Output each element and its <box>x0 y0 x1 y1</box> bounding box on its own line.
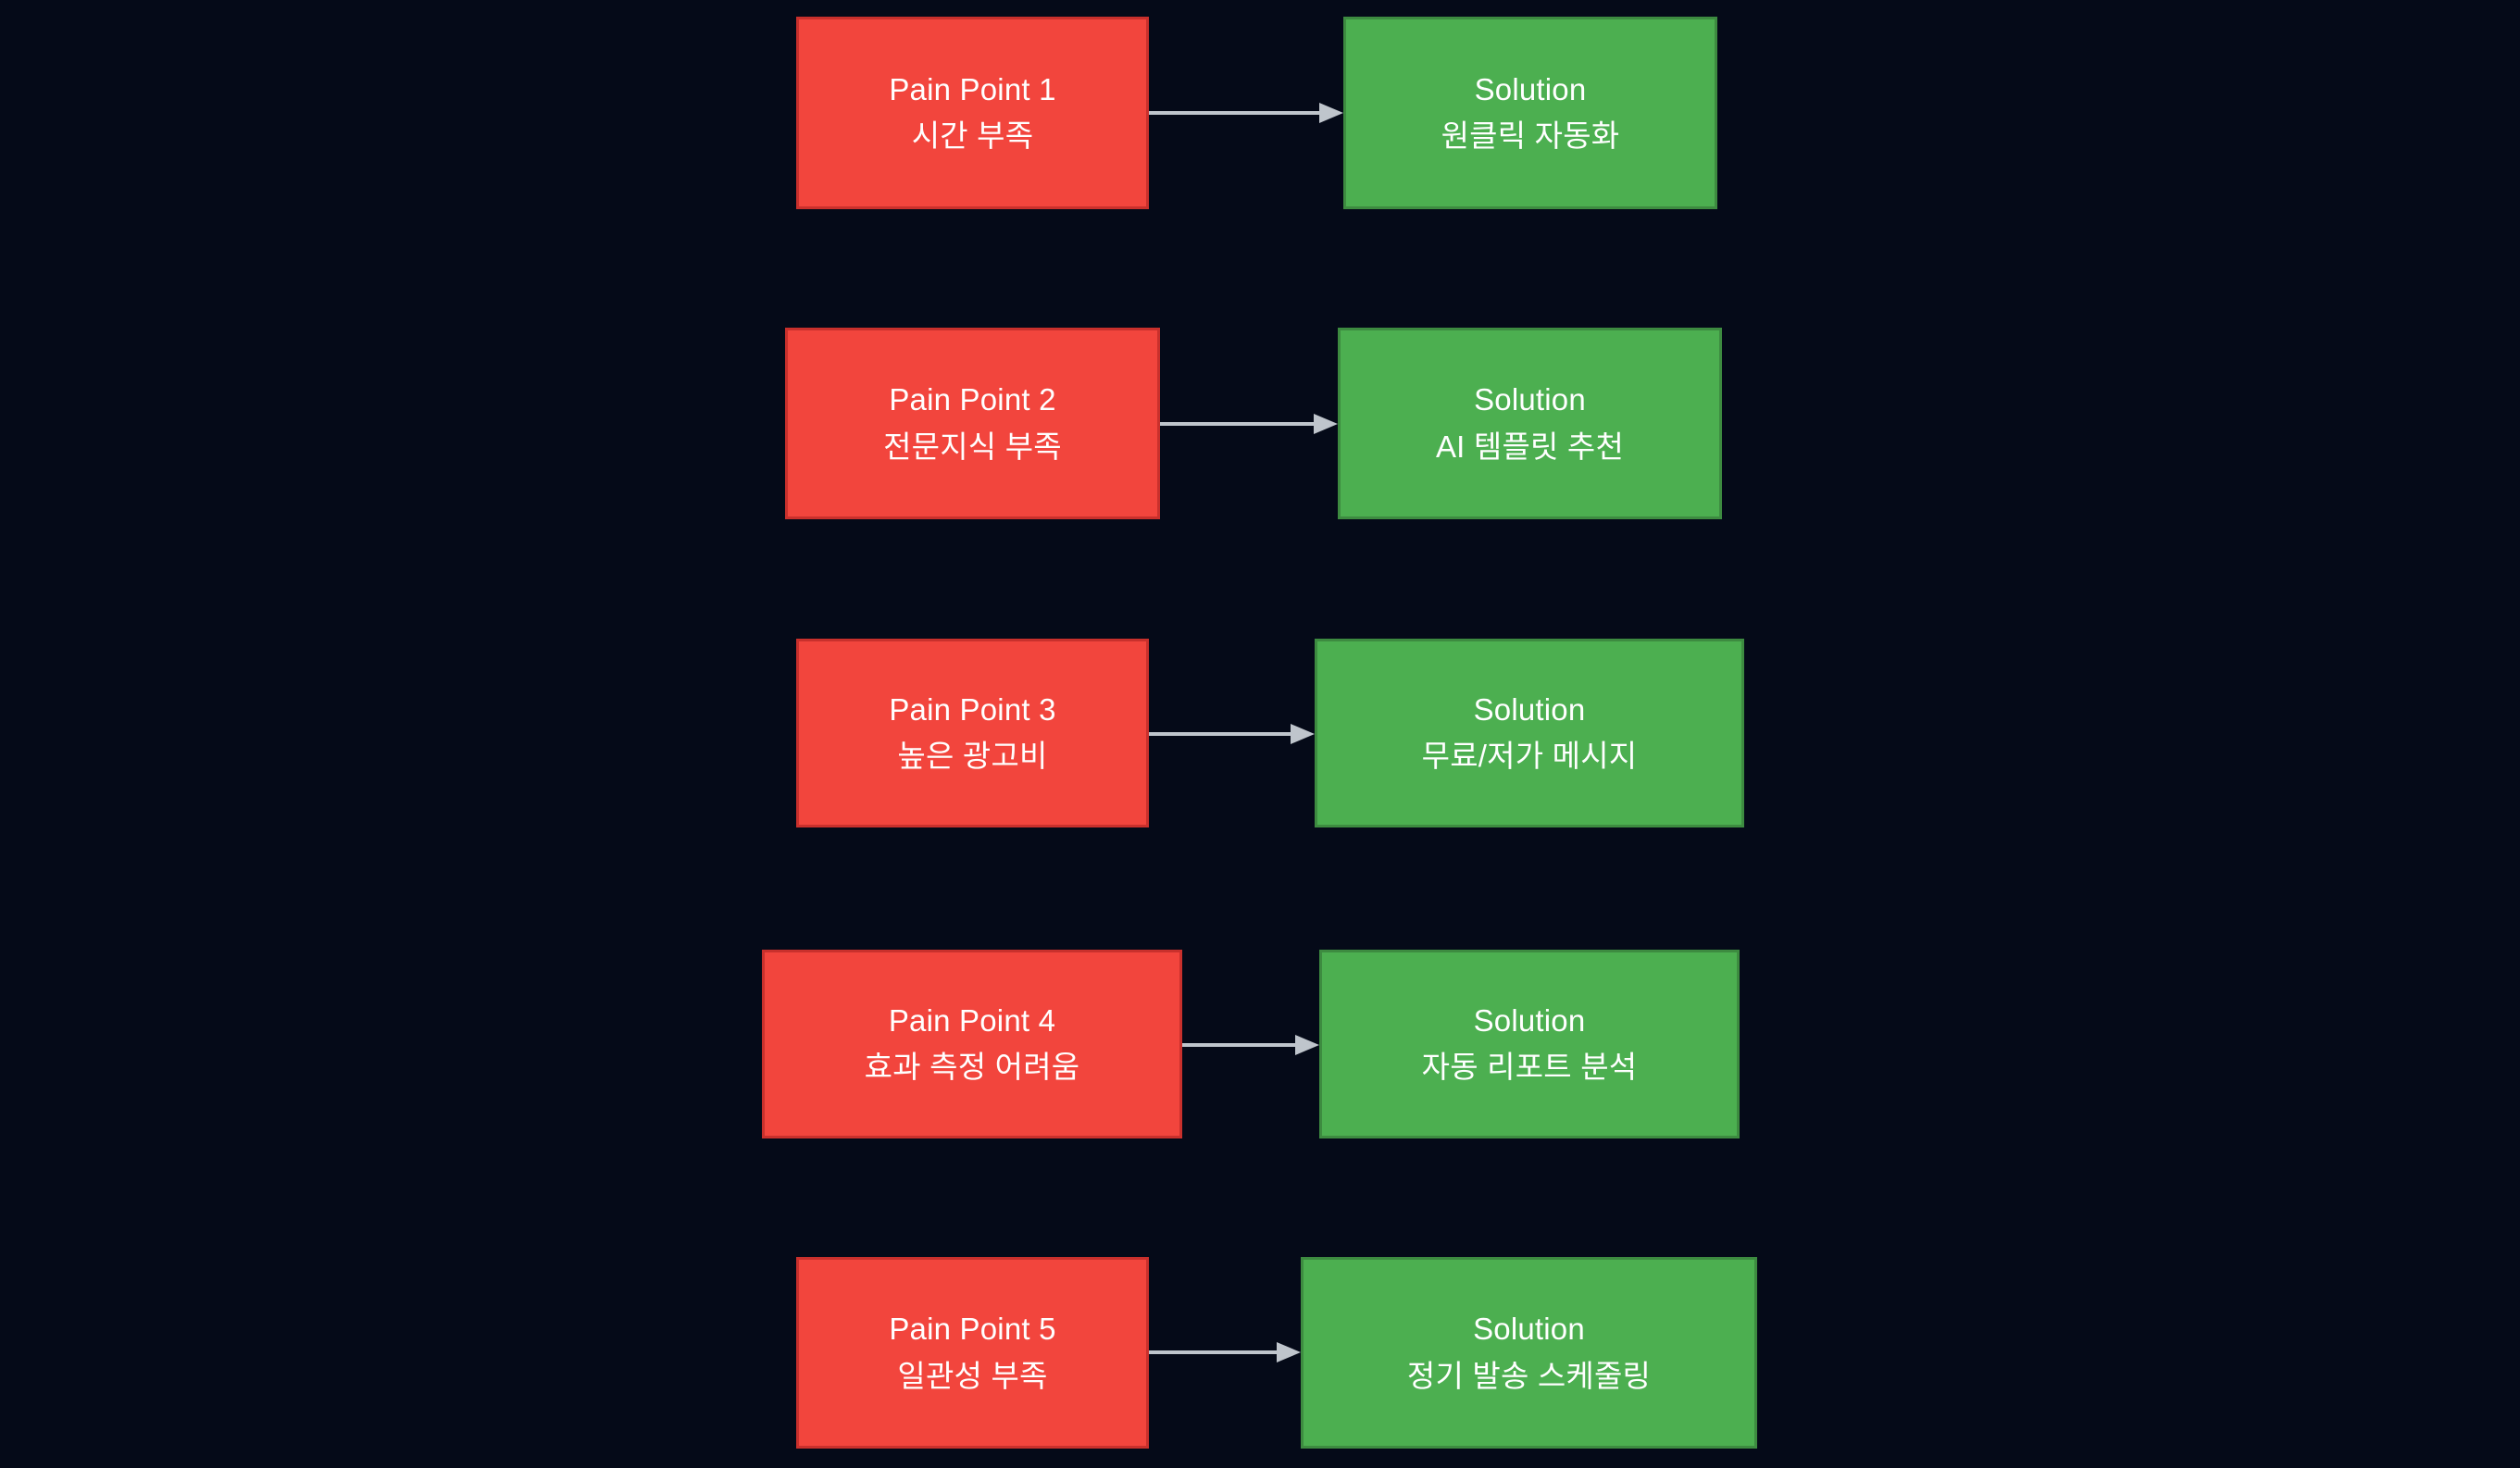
pain-point-detail: 높은 광고비 <box>897 739 1048 773</box>
flow-arrow <box>1149 1341 1301 1363</box>
solution-detail: 정기 발송 스케줄링 <box>1406 1358 1652 1393</box>
solution-title: Solution <box>1473 1312 1585 1347</box>
solution-title: Solution <box>1473 1002 1586 1038</box>
solution-detail: 원클릭 자동화 <box>1441 118 1620 153</box>
pain-point-title: Pain Point 5 <box>889 1312 1056 1347</box>
solution-title: Solution <box>1474 382 1586 417</box>
pain-point-title: Pain Point 4 <box>888 1002 1056 1038</box>
pain-point-title: Pain Point 2 <box>889 382 1056 417</box>
solution-box[interactable]: Solution 정기 발송 스케줄링 <box>1301 1257 1757 1449</box>
pain-point-box[interactable]: Pain Point 5 일관성 부족 <box>796 1257 1149 1449</box>
pain-point-detail: 효과 측정 어려움 <box>864 1050 1080 1084</box>
pain-point-detail: 시간 부족 <box>911 118 1034 153</box>
pain-point-box[interactable]: Pain Point 3 높은 광고비 <box>796 639 1149 827</box>
solution-detail: 무료/저가 메시지 <box>1421 739 1638 773</box>
solution-title: Solution <box>1473 691 1586 727</box>
solution-box[interactable]: Solution 무료/저가 메시지 <box>1315 639 1744 827</box>
pain-point-box[interactable]: Pain Point 4 효과 측정 어려움 <box>762 950 1182 1138</box>
flow-arrow <box>1149 102 1343 124</box>
solution-box[interactable]: Solution 원클릭 자동화 <box>1343 17 1717 209</box>
pain-point-box[interactable]: Pain Point 2 전문지식 부족 <box>785 328 1160 519</box>
pain-point-box[interactable]: Pain Point 1 시간 부족 <box>796 17 1149 209</box>
solution-detail: AI 템플릿 추천 <box>1435 429 1625 464</box>
solution-box[interactable]: Solution AI 템플릿 추천 <box>1338 328 1722 519</box>
solution-detail: 자동 리포트 분석 <box>1421 1050 1638 1084</box>
solution-box[interactable]: Solution 자동 리포트 분석 <box>1319 950 1740 1138</box>
flow-arrow <box>1160 413 1338 435</box>
pain-point-title: Pain Point 1 <box>889 71 1056 106</box>
pain-point-detail: 일관성 부족 <box>897 1358 1048 1393</box>
flow-arrow <box>1149 723 1315 745</box>
flow-arrow <box>1182 1034 1319 1056</box>
pain-point-detail: 전문지식 부족 <box>883 429 1062 464</box>
pain-point-title: Pain Point 3 <box>889 691 1056 727</box>
solution-title: Solution <box>1474 71 1587 106</box>
